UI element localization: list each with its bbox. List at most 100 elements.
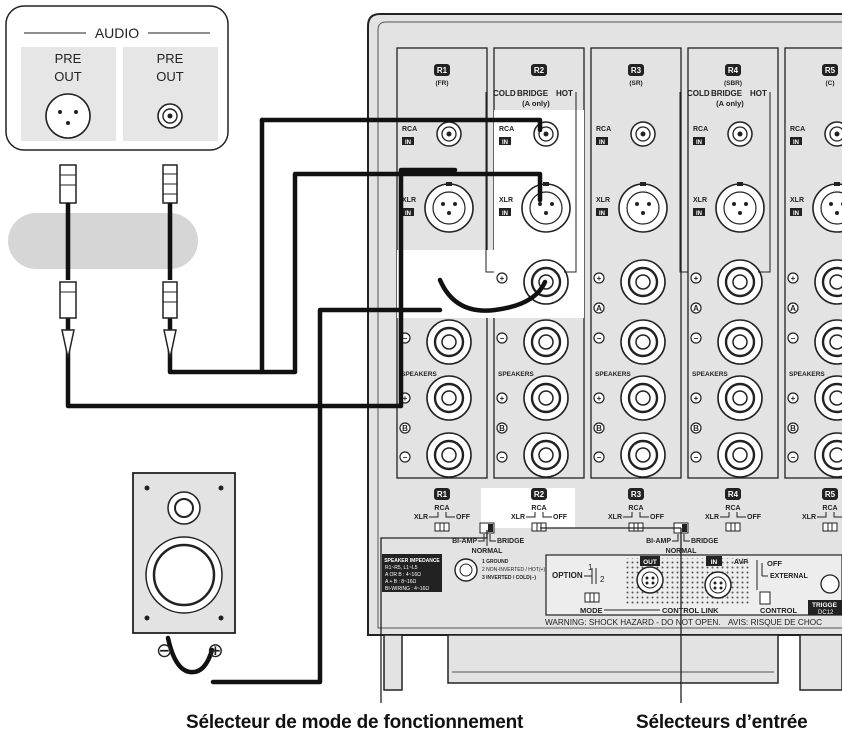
selector-xlr-label: XLR (511, 514, 525, 521)
off-label: OFF (767, 559, 782, 568)
impedance-line3: A + B : 8~16Ω (385, 579, 417, 585)
b-sign-symbol: B (499, 424, 505, 433)
input-selector-switch[interactable] (725, 522, 741, 532)
in-badge (693, 137, 705, 145)
minus-sign-symbol: − (500, 334, 505, 343)
speaker-binding-post[interactable] (523, 319, 569, 365)
speaker-binding-post[interactable] (523, 432, 569, 478)
selector-off-label: OFF (553, 514, 568, 521)
rca-input-jack[interactable] (436, 121, 462, 147)
minus-sign-symbol: − (597, 334, 602, 343)
bridge-note: (A only) (522, 99, 550, 108)
channel-id: R4 (728, 66, 739, 75)
speakers-label: SPEAKERS (401, 371, 437, 378)
control-switch[interactable] (759, 591, 771, 605)
alternative-cable-band (8, 213, 198, 269)
speaker-binding-post[interactable] (814, 259, 842, 305)
rca-input-cable (167, 171, 543, 375)
speaker-binding-post[interactable] (620, 432, 666, 478)
plus-sign-symbol: + (791, 394, 796, 403)
speaker-binding-post[interactable] (717, 319, 763, 365)
speaker-plus-terminal: ⊕ (207, 640, 224, 662)
channel-badge (434, 64, 450, 76)
xlr-pin2: 2 NON-INVERTED / HOT(+) (482, 567, 545, 573)
selector-guide (623, 512, 649, 518)
speaker-binding-post[interactable] (620, 375, 666, 421)
xlr-pin1: 1 GROUND (482, 559, 509, 565)
rca-input-jack[interactable] (533, 121, 559, 147)
minus-sign (399, 451, 411, 463)
xlr-input-jack[interactable] (715, 182, 765, 233)
speaker-binding-post[interactable] (426, 319, 472, 365)
xlr-input-jack[interactable] (521, 182, 571, 233)
xlr-pin3: 3 INVERTED / COLD(−) (482, 575, 536, 581)
speaker-binding-post[interactable] (814, 375, 842, 421)
impedance-label: SPEAKER IMPEDANCE R1~R5, L1~L5 A OR B : … (382, 554, 442, 592)
trigger-jack[interactable]: TRIGGE DC12 (808, 574, 842, 616)
xlr-pinout: 1 GROUND 2 NON-INVERTED / HOT(+) 3 INVER… (454, 558, 545, 582)
speaker-binding-post[interactable] (814, 319, 842, 365)
in-badge (790, 208, 802, 216)
b-sign-symbol: B (402, 424, 408, 433)
trigger-sub-label: DC12 (818, 610, 834, 616)
option-switch[interactable] (584, 592, 600, 603)
selector-rca-label: RCA (434, 505, 449, 512)
selector-xlr-label: XLR (414, 514, 428, 521)
impedance-line2: A OR B : 4~16Ω (385, 572, 421, 578)
mode-label: MODE (580, 606, 603, 615)
input-selector-switch[interactable] (434, 522, 450, 532)
speaker-binding-post[interactable] (717, 259, 763, 305)
in-badge (499, 137, 511, 145)
selector-guide (720, 512, 746, 518)
in-badge (596, 137, 608, 145)
a-sign-symbol: A (790, 304, 796, 313)
speakers-label: SPEAKERS (789, 371, 825, 378)
channel-id: R3 (631, 66, 642, 75)
selector-rca-label: RCA (822, 505, 837, 512)
input-selector-r5: R5RCAXLROFF (802, 488, 842, 532)
speaker-binding-post[interactable] (717, 375, 763, 421)
minus-sign-symbol: − (597, 453, 602, 462)
in-label: IN (793, 140, 799, 146)
input-selector-switch[interactable] (628, 522, 644, 532)
xlr-input-jack[interactable] (424, 182, 474, 233)
speaker-binding-post[interactable] (523, 375, 569, 421)
speaker-binding-post[interactable] (717, 432, 763, 478)
plus-sign (593, 392, 605, 404)
control-link-out-port[interactable]: OUT (636, 556, 664, 594)
in-label: IN (696, 211, 702, 217)
minus-sign (593, 451, 605, 463)
xlr-input-jack[interactable] (618, 182, 668, 233)
rca-input-jack[interactable] (727, 121, 753, 147)
rca-input-jack[interactable] (824, 121, 842, 147)
rca-input-jack[interactable] (630, 121, 656, 147)
speaker-binding-post[interactable] (814, 432, 842, 478)
xlr-input-cable (65, 167, 458, 409)
selector-guide (526, 512, 552, 518)
input-selector-switch[interactable] (531, 522, 547, 532)
control-link-in-port[interactable]: IN AVP (704, 556, 748, 599)
minus-sign-symbol: − (500, 453, 505, 462)
input-selector-switch[interactable] (822, 522, 838, 532)
selector-xlr-label: XLR (608, 514, 622, 521)
plus-sign-symbol: + (791, 274, 796, 283)
channel-panels: R1(FR)RCAINXLRIN+−+−BSPEAKERSR2RCAINXLRI… (396, 47, 842, 479)
channel-id: R5 (825, 66, 836, 75)
b-sign-symbol: B (790, 424, 796, 433)
selector-xlr-label: XLR (705, 514, 719, 521)
in-label: IN (599, 211, 605, 217)
channel-badge (822, 64, 838, 76)
channel-badge (725, 64, 741, 76)
speaker-binding-post[interactable] (426, 432, 472, 478)
speaker-binding-post[interactable] (426, 375, 472, 421)
channel-id: R2 (534, 490, 545, 499)
speaker-binding-post[interactable] (620, 319, 666, 365)
a-sign-symbol: A (693, 304, 699, 313)
plus-sign-symbol: + (500, 394, 505, 403)
xlr-input-jack[interactable] (812, 182, 842, 233)
speaker-binding-post[interactable] (620, 259, 666, 305)
